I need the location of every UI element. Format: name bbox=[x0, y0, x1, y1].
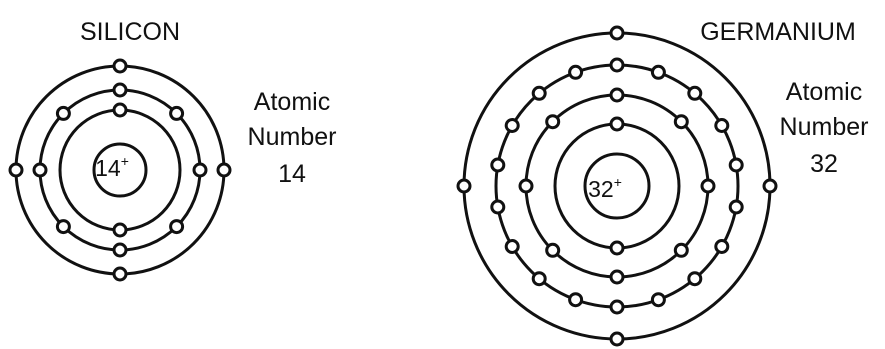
silicon-electron bbox=[114, 104, 126, 116]
silicon-number-label: Number bbox=[248, 123, 337, 151]
germanium-electron bbox=[652, 294, 664, 306]
germanium-electron bbox=[506, 241, 518, 253]
germanium-atom: GERMANIUM 32+ Atomic Number 32 bbox=[458, 18, 868, 345]
silicon-electron bbox=[57, 107, 69, 119]
germanium-electron bbox=[716, 241, 728, 253]
germanium-electron bbox=[611, 89, 623, 101]
germanium-electron bbox=[611, 59, 623, 71]
silicon-electron bbox=[114, 268, 126, 280]
germanium-electron bbox=[547, 116, 559, 128]
germanium-electron bbox=[492, 159, 504, 171]
germanium-electron bbox=[730, 159, 742, 171]
germanium-atomic-number: 32 bbox=[810, 150, 838, 178]
germanium-electron bbox=[547, 244, 559, 256]
silicon-electron bbox=[114, 60, 126, 72]
germanium-electron bbox=[652, 66, 664, 78]
germanium-electron bbox=[506, 120, 518, 132]
germanium-electron bbox=[492, 201, 504, 213]
silicon-electron bbox=[171, 221, 183, 233]
germanium-electron bbox=[533, 87, 545, 99]
germanium-electron bbox=[611, 271, 623, 283]
silicon-atomic-label: Atomic bbox=[254, 88, 330, 116]
germanium-nucleus-charge: 32 bbox=[588, 176, 614, 202]
germanium-electron bbox=[689, 87, 701, 99]
silicon-nucleus-label: 14+ bbox=[95, 153, 129, 181]
germanium-nucleus-label: 32+ bbox=[588, 174, 622, 202]
germanium-electron bbox=[458, 180, 470, 192]
germanium-electron bbox=[689, 273, 701, 285]
germanium-atomic-label: Atomic bbox=[786, 78, 862, 106]
silicon-electron bbox=[114, 84, 126, 96]
silicon-atomic-number: 14 bbox=[278, 160, 306, 188]
germanium-title: GERMANIUM bbox=[700, 18, 856, 46]
germanium-electron bbox=[764, 180, 776, 192]
germanium-electron bbox=[611, 333, 623, 345]
germanium-electron bbox=[570, 66, 582, 78]
germanium-electron bbox=[611, 242, 623, 254]
germanium-charge-sign: + bbox=[614, 174, 622, 190]
silicon-nucleus-charge: 14 bbox=[95, 155, 121, 181]
silicon-electron bbox=[194, 164, 206, 176]
silicon-electron bbox=[171, 107, 183, 119]
silicon-electron bbox=[114, 244, 126, 256]
germanium-number-label: Number bbox=[780, 113, 869, 141]
germanium-electron bbox=[611, 118, 623, 130]
germanium-electron bbox=[611, 27, 623, 39]
silicon-electron bbox=[218, 164, 230, 176]
silicon-electron bbox=[114, 224, 126, 236]
silicon-title: SILICON bbox=[80, 18, 180, 46]
germanium-electron bbox=[702, 180, 714, 192]
germanium-electron bbox=[533, 273, 545, 285]
germanium-electron bbox=[611, 301, 623, 313]
germanium-electron bbox=[520, 180, 532, 192]
silicon-charge-sign: + bbox=[121, 153, 129, 169]
germanium-electron bbox=[675, 116, 687, 128]
germanium-electron bbox=[675, 244, 687, 256]
silicon-electron bbox=[34, 164, 46, 176]
silicon-electron bbox=[10, 164, 22, 176]
silicon-atom: SILICON 14+ Atomic Number 14 bbox=[10, 18, 336, 280]
silicon-electron bbox=[57, 221, 69, 233]
germanium-electron bbox=[730, 201, 742, 213]
germanium-electron bbox=[570, 294, 582, 306]
germanium-electron bbox=[716, 120, 728, 132]
